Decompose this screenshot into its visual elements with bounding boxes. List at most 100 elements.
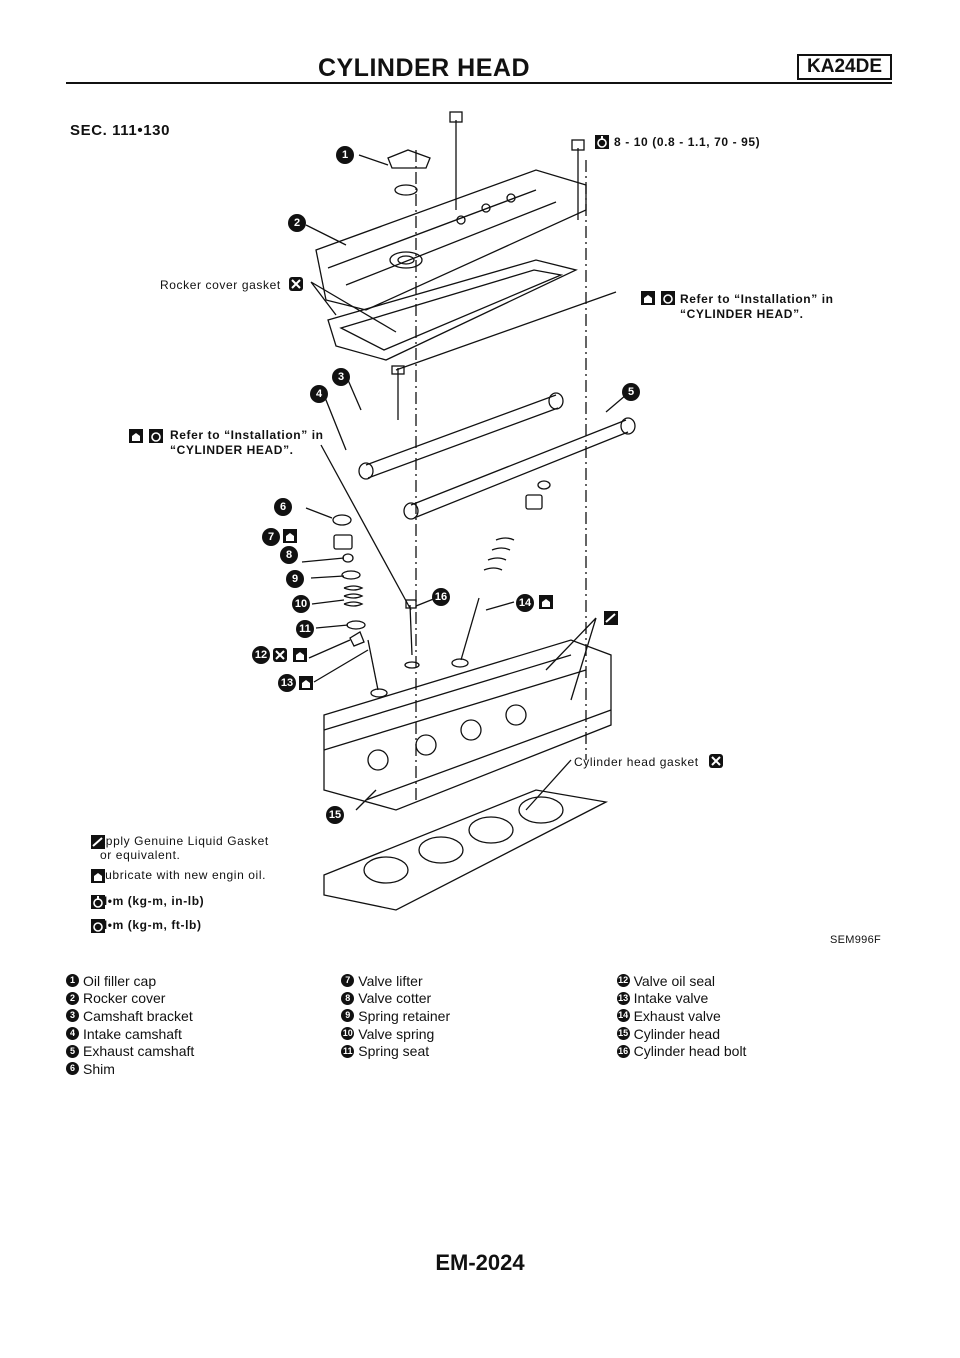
legend-sealant: : Apply Genuine Liquid Gasket or equival… <box>90 834 269 862</box>
parts-list: 1 Oil filler cap 2 Rocker cover 3 Camshaft … <box>66 972 892 1078</box>
part-number: 4 <box>66 1027 79 1041</box>
part-name: Valve oil seal <box>633 972 716 989</box>
torque-wrench-icon <box>149 429 163 443</box>
callout-3: 3 <box>332 368 350 386</box>
part-number: 10 <box>341 1027 355 1041</box>
part-name: Shim <box>83 1060 115 1077</box>
callout-1: 1 <box>336 146 354 164</box>
part-name: Exhaust valve <box>633 1007 721 1024</box>
section-number: SEC. 111•130 <box>70 122 171 139</box>
part-name: Intake camshaft <box>83 1025 182 1042</box>
part-name: Cylinder head bolt <box>633 1043 747 1060</box>
part-name: Cylinder head <box>633 1025 720 1042</box>
part-number: 3 <box>66 1009 79 1023</box>
list-item: 2 Rocker cover <box>66 990 341 1008</box>
refer-installation-left-2: “CYLINDER HEAD”. <box>170 443 294 457</box>
part-name: Camshaft bracket <box>83 1007 193 1024</box>
exhaust-camshaft-shape <box>410 419 629 519</box>
liquid-gasket-icon <box>91 835 105 849</box>
legend-sealant-text-2: or equivalent. <box>100 848 181 862</box>
page-header: CYLINDER HEAD KA24DE <box>66 52 892 86</box>
list-item: 3 Camshaft bracket <box>66 1007 341 1025</box>
callout-10: 10 <box>292 595 310 613</box>
legend-torque-ft: : N•m (kg-m, ft-lb) <box>90 918 202 933</box>
figure-code: SEM996F <box>830 934 882 946</box>
callout-11: 11 <box>296 620 314 638</box>
rocker-cover-shape <box>315 169 587 311</box>
legend-sealant-text-1: : Apply Genuine Liquid Gasket <box>90 834 269 848</box>
part-number: 2 <box>66 991 79 1005</box>
part-number: 8 <box>341 991 355 1005</box>
callout-6: 6 <box>274 498 292 516</box>
oil-can-icon <box>283 529 297 543</box>
refer-installation-right-1: Refer to “Installation” in <box>680 292 834 306</box>
part-name: Spring retainer <box>358 1007 451 1024</box>
intake-camshaft-shape <box>365 394 559 479</box>
part-number: 1 <box>66 974 79 988</box>
refer-installation-right-2: “CYLINDER HEAD”. <box>680 307 804 321</box>
callout-2: 2 <box>288 214 306 232</box>
cylinder-head-gasket-label: Cylinder head gasket <box>574 755 699 769</box>
diagram-drawing <box>301 111 636 911</box>
callout-16: 16 <box>432 588 450 606</box>
replace-icon <box>709 754 723 768</box>
part-number: 11 <box>341 1044 355 1058</box>
callout-9: 9 <box>286 570 304 588</box>
callout-15: 15 <box>326 806 344 824</box>
part-name: Valve spring <box>358 1025 435 1042</box>
engine-model-badge: KA24DE <box>797 54 892 80</box>
part-number: 5 <box>66 1044 79 1058</box>
head-gasket-shape <box>323 789 609 911</box>
torque-wrench-icon <box>595 135 609 149</box>
part-number: 16 <box>616 1044 630 1058</box>
part-number: 6 <box>66 1062 79 1076</box>
oil-can-icon <box>539 595 553 609</box>
list-item: 4 Intake camshaft <box>66 1025 341 1043</box>
page-number: EM-2024 <box>435 1250 525 1275</box>
oil-can-icon <box>129 429 143 443</box>
replace-icon <box>273 648 287 662</box>
list-item: 5 Exhaust camshaft <box>66 1042 341 1060</box>
oil-can-icon <box>293 648 307 662</box>
oil-can-icon <box>641 291 655 305</box>
part-name: Exhaust camshaft <box>83 1043 195 1060</box>
list-item: 1 Oil filler cap <box>66 972 341 990</box>
part-name: Valve cotter <box>358 990 432 1007</box>
callout-13: 13 <box>278 674 296 692</box>
callout-8: 8 <box>280 546 298 564</box>
torque-value-cover: 8 - 10 (0.8 - 1.1, 70 - 95) <box>614 135 761 149</box>
part-number: 9 <box>341 1009 355 1023</box>
part-name: Rocker cover <box>83 990 166 1007</box>
exploded-diagram: SEC. 111•130 8 - 10 (0.8 - 1.1, 70 - 95)… <box>66 110 892 950</box>
oil-filler-cap-shape <box>387 149 431 169</box>
cap-seal-shape <box>394 184 418 196</box>
torque-wrench-icon <box>91 919 105 933</box>
callout-5: 5 <box>622 383 640 401</box>
part-name: Oil filler cap <box>83 972 157 989</box>
part-name: Intake valve <box>633 990 709 1007</box>
legend-oil-text: : Lubricate with new engin oil. <box>90 868 267 882</box>
rocker-gasket-shape <box>327 259 578 361</box>
part-name: Spring seat <box>358 1043 430 1060</box>
part-name: Valve lifter <box>358 972 423 989</box>
parts-column-1: 1 Oil filler cap 2 Rocker cover 3 Camshaft … <box>66 972 341 1078</box>
refer-installation-left-1: Refer to “Installation” in <box>170 428 324 442</box>
legend-torque-in: : N•m (kg-m, in-lb) <box>90 894 204 909</box>
part-number: 15 <box>616 1027 630 1041</box>
part-number: 14 <box>616 1009 630 1023</box>
list-item: 6 Shim <box>66 1060 341 1078</box>
callout-12: 12 <box>252 646 270 664</box>
oil-can-icon <box>299 676 313 690</box>
cylinder-head-shape <box>323 639 612 811</box>
torque-wrench-icon <box>91 895 105 909</box>
